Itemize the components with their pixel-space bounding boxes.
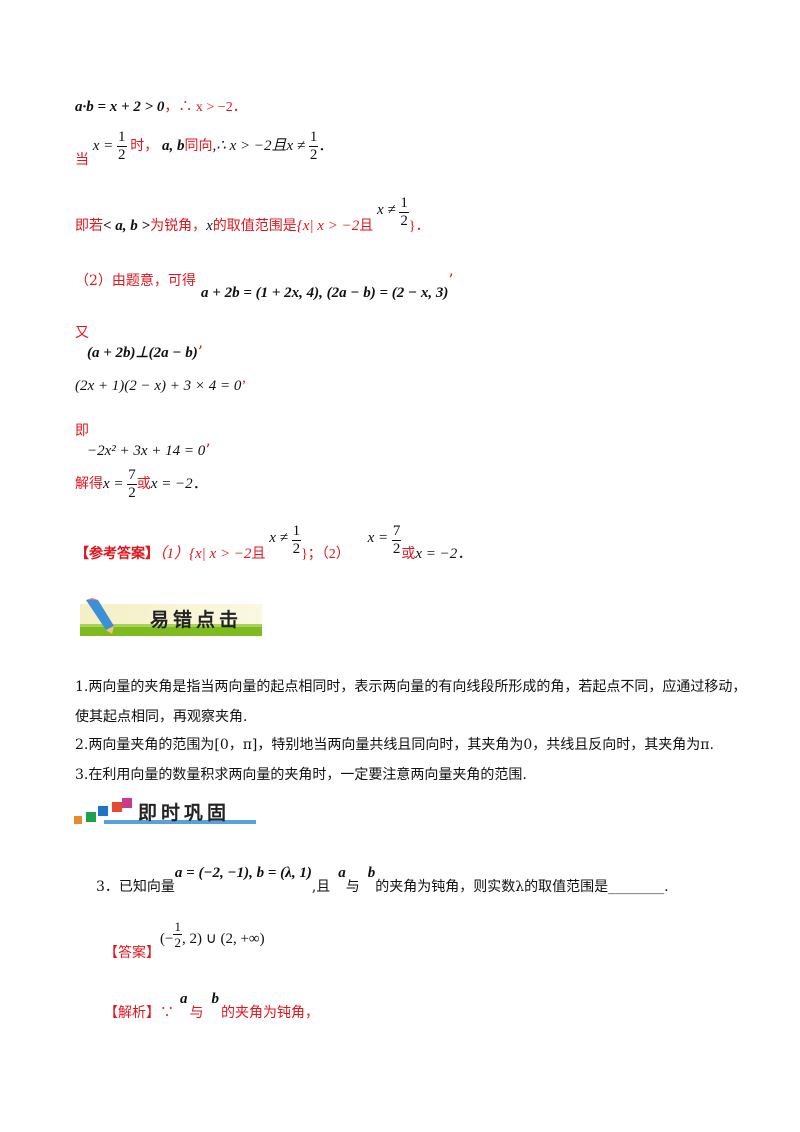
text-with-2: 与	[189, 1005, 204, 1021]
answer-x-minus-two: x = −2．	[415, 545, 473, 562]
quadratic-equation: −2x² + 3x + 14 = 0	[87, 443, 206, 459]
period-2: ．	[192, 475, 208, 492]
text-if: 即若	[75, 218, 103, 234]
dot-zero-equation: (2x + 1)(2 − x) + 3 × 4 = 0	[75, 378, 242, 394]
x-equals-2: x =	[103, 475, 124, 492]
answer-interval-start: (−	[160, 931, 174, 947]
line-4: （2）由题意，可得 a + 2b = (1 + 2x, 4), (2a − b)…	[75, 270, 454, 301]
question-number: 3．已知向量	[96, 879, 175, 895]
answer-interval-rest: , 2) ∪ (2, +∞)	[181, 931, 265, 947]
vectors-ab: a, b	[162, 137, 185, 154]
x-equals: x =	[92, 137, 114, 154]
set-expression: {x| x > −2	[296, 217, 360, 234]
answer-tag: 【答案】	[104, 945, 160, 961]
x-not-equal: x ≠	[376, 201, 396, 218]
answer-or: 或	[401, 546, 416, 562]
text-same-direction: 同向	[184, 138, 213, 154]
text-namely: 即	[75, 423, 89, 439]
line-6: (2x + 1)(2 − x) + 3 × 4 = 0’	[75, 378, 246, 395]
analysis-rest: 的夹角为钝角，	[221, 1005, 319, 1021]
square-icon	[86, 812, 96, 822]
mark-3: ’	[241, 378, 247, 394]
perpendicular-condition: (a + 2b)⊥(2a − b)	[87, 345, 198, 361]
answer-part-1: （1）{x| x > −2	[159, 545, 252, 562]
text-acute: 为锐角，	[150, 218, 207, 234]
line-5: 又 (a + 2b)⊥(2a − b)’	[75, 322, 203, 362]
angle-ab: < a, b >	[103, 217, 151, 234]
period: ．	[318, 137, 334, 154]
pitfall-title: 易错点击	[150, 609, 243, 631]
x-minus-two: x = −2	[150, 475, 193, 492]
pitfall-2: 2.两向量夹角的范围为[0，π]，特别地当两向量共线且同向时，其夹角为0，共线且…	[75, 737, 714, 753]
answer-x-equals: x =	[367, 529, 389, 546]
text-range-is: 的取值范围是	[212, 218, 297, 234]
text-solve: 解得	[75, 476, 103, 492]
mark-2: ’	[197, 342, 203, 361]
text-or: 或	[136, 476, 151, 492]
practice-banner: 即时巩固	[74, 796, 258, 826]
pencil-icon	[86, 598, 114, 634]
vector-sums: a + 2b = (1 + 2x, 4), (2a − b) = (2 − x,…	[201, 285, 449, 301]
square-icon	[122, 798, 132, 808]
answer-part-2-label: }；（2）	[301, 546, 350, 562]
question-rest: 的夹角为钝角，则实数λ的取值范围是________.	[375, 879, 669, 895]
question-and: ,且	[311, 879, 331, 895]
pitfall-3: 3.在利用向量的数量积求两向量的夹角时，一定要注意两向量夹角的范围.	[75, 767, 527, 783]
because-symbol: ∵	[160, 1005, 174, 1021]
condition-text: ,∴ x > −2且x ≠	[212, 137, 306, 154]
square-icon	[98, 806, 108, 816]
mark: ’	[448, 270, 454, 289]
vector-b-2: b	[211, 991, 220, 1007]
text-also: 又	[75, 325, 89, 341]
text-shi: 时，	[130, 138, 159, 154]
set-close: }．	[408, 218, 430, 234]
line-1: a·b = x + 2 > 0，∴ x > −2．	[75, 96, 247, 116]
text-and: 且	[359, 218, 374, 234]
question-vectors: a = (−2, −1), b = (λ, 1)	[174, 865, 312, 881]
answer-x-ne: x ≠	[269, 529, 288, 546]
pitfall-1: 1.两向量的夹角是指当两向量的起点相同时，表示两向量的有向线段所形成的角，若起点…	[75, 679, 747, 695]
square-icon	[112, 802, 122, 812]
vector-a-2: a	[180, 991, 188, 1007]
pencil-banner-graphic	[80, 598, 262, 636]
analysis-tag: 【解析】	[104, 1005, 160, 1021]
square-icon	[74, 816, 82, 824]
mark-4: ’	[205, 440, 211, 459]
squares-banner-graphic	[74, 798, 258, 824]
pitfall-1-cont: 使其起点相同，再观察夹角.	[75, 709, 248, 725]
answer-and: 且	[251, 546, 266, 562]
pitfall-banner: 易错点击	[78, 598, 264, 638]
dot-product-expression: a·b = x + 2 > 0	[75, 99, 165, 115]
text-dang: 当	[75, 152, 89, 168]
answer-label: 【参考答案】	[75, 546, 159, 562]
practice-title: 即时巩固	[138, 802, 231, 824]
vector-b: b	[367, 865, 376, 881]
line-1-conclusion: ，∴ x > −2．	[164, 100, 247, 115]
vector-a: a	[338, 865, 346, 881]
text-with: 与	[345, 879, 360, 895]
question-3: 3．已知向量a = (−2, −1), b = (λ, 1),且 a与b的夹角为钝…	[96, 862, 669, 895]
var-x: x	[206, 217, 213, 234]
part-2-label: （2）由题意，可得	[75, 273, 196, 289]
line-7: 即 −2x² + 3x + 14 = 0’	[75, 420, 210, 460]
analysis-block: 【解析】∵ a与b的夹角为钝角，	[104, 988, 319, 1021]
